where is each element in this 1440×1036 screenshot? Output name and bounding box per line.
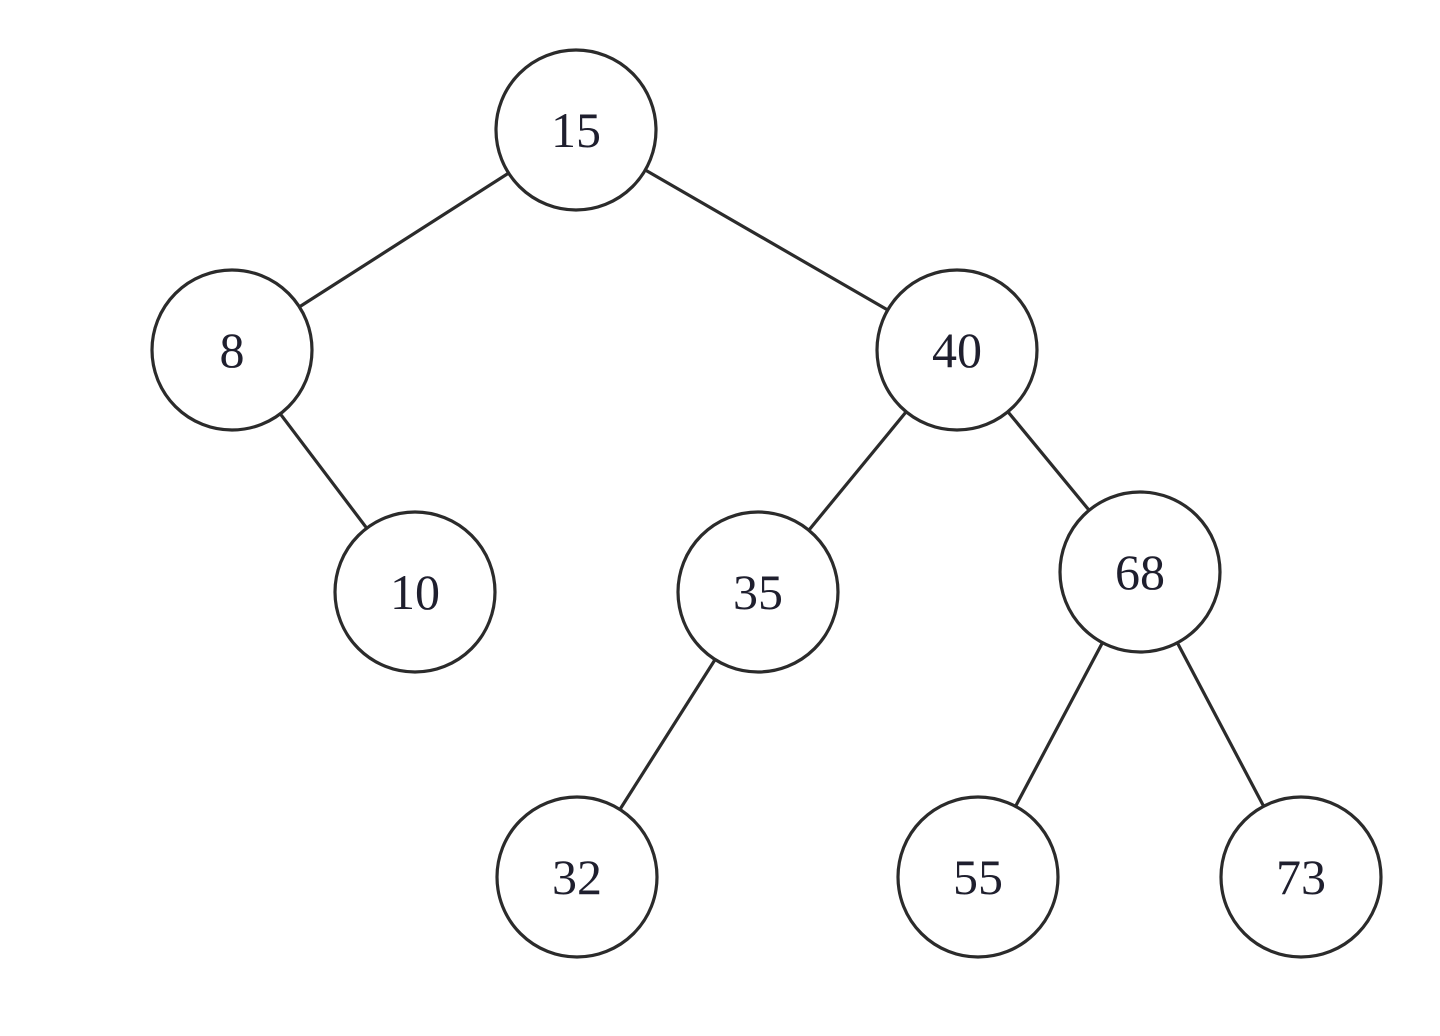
tree-node-circle <box>150 268 314 432</box>
tree-node-label: 8 <box>220 322 245 378</box>
tree-node-label: 68 <box>1115 544 1165 600</box>
tree-node-label: 55 <box>953 849 1003 905</box>
tree-node: 55 <box>896 795 1060 959</box>
tree-node-circle <box>1058 490 1222 654</box>
tree-node: 10 <box>333 510 497 674</box>
tree-node-circle <box>1219 795 1383 959</box>
tree-node: 15 <box>494 48 658 212</box>
tree-node-label: 40 <box>932 322 982 378</box>
tree-node-circle <box>875 268 1039 432</box>
tree-edge-n8-n10 <box>278 412 369 530</box>
tree-node-label: 73 <box>1276 849 1326 905</box>
tree-node-circle <box>495 795 659 959</box>
tree-node-circle <box>896 795 1060 959</box>
tree-edge-n35-n32 <box>618 658 717 811</box>
tree-edge-n40-n68 <box>1006 410 1091 512</box>
tree-node: 40 <box>875 268 1039 432</box>
tree-edges <box>278 168 1266 811</box>
tree-node-label: 10 <box>390 564 440 620</box>
tree-nodes: 15 8 40 10 35 68 32 55 73 <box>150 48 1383 959</box>
tree-node: 32 <box>495 795 659 959</box>
tree-edge-n40-n35 <box>807 410 908 532</box>
tree-node: 73 <box>1219 795 1383 959</box>
tree-node-circle <box>494 48 658 212</box>
tree-node: 8 <box>150 268 314 432</box>
tree-node: 68 <box>1058 490 1222 654</box>
tree-edge-n68-n55 <box>1014 641 1104 808</box>
tree-node-circle <box>676 510 840 674</box>
tree-edge-n15-n40 <box>644 168 889 312</box>
tree-node-circle <box>333 510 497 674</box>
tree-node: 35 <box>676 510 840 674</box>
tree-node-label: 32 <box>552 849 602 905</box>
tree-edge-n15-n8 <box>298 171 510 309</box>
tree-node-label: 15 <box>551 102 601 158</box>
tree-node-label: 35 <box>733 564 783 620</box>
tree-edge-n68-n73 <box>1175 642 1266 807</box>
